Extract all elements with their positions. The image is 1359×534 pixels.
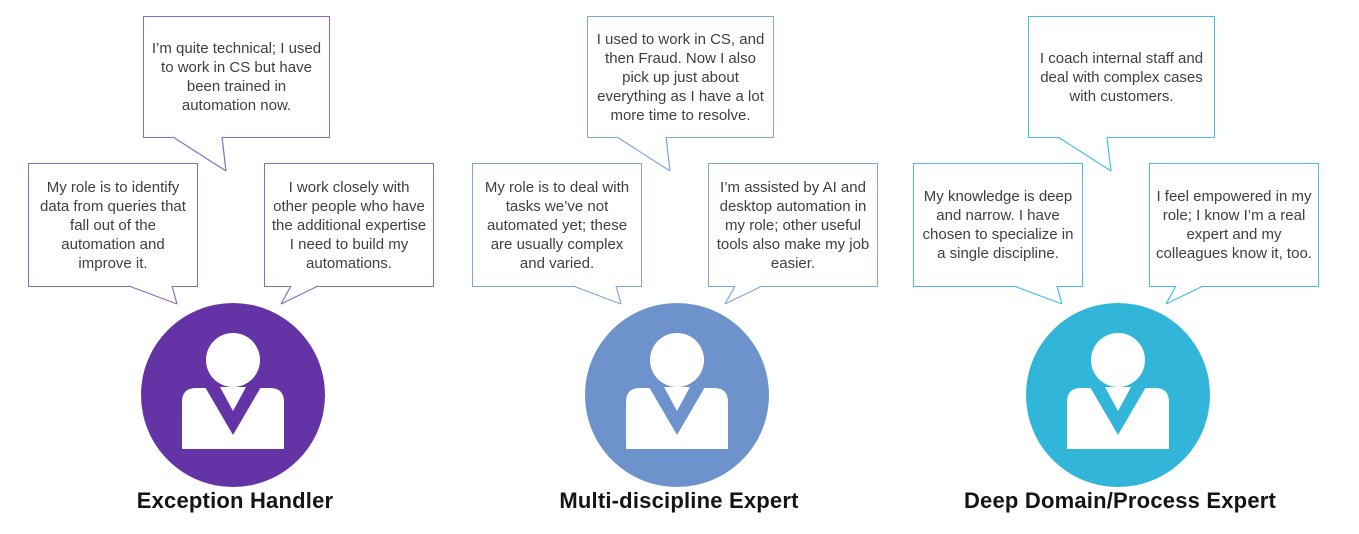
persona-deep-domain-process-expert: I coach internal staff and deal with com… (885, 0, 1355, 534)
speech-bubble-text: I feel empowered in my role; I know I’m … (1156, 188, 1312, 262)
speech-bubble-text: My knowledge is deep and narrow. I have … (922, 188, 1074, 262)
speech-bubble-left: My role is to deal with tasks we’ve not … (472, 163, 642, 305)
speech-bubble-text: I’m assisted by AI and desktop automatio… (716, 178, 870, 272)
speech-bubble-tail (1057, 136, 1112, 172)
speech-bubble-top: I’m quite technical; I used to work in C… (143, 16, 330, 172)
speech-bubble-right: I work closely with other people who hav… (264, 163, 434, 305)
speech-bubble-tail (572, 285, 622, 305)
speech-bubble-top: I used to work in CS, and then Fraud. No… (587, 16, 774, 172)
speech-bubble-tail (1165, 285, 1204, 305)
speech-bubble-tail (280, 285, 319, 305)
speech-bubble-top: I coach internal staff and deal with com… (1028, 16, 1215, 172)
speech-bubble-left: My knowledge is deep and narrow. I have … (913, 163, 1083, 305)
avatar (141, 303, 325, 487)
speech-bubble-text: My role is to deal with tasks we’ve not … (484, 178, 630, 272)
speech-bubble-right: I feel empowered in my role; I know I’m … (1149, 163, 1319, 305)
persona-exception-handler: I’m quite technical; I used to work in C… (0, 0, 470, 534)
avatar (585, 303, 769, 487)
speech-bubble-text: My role is to identify data from queries… (40, 178, 186, 272)
avatar (1026, 303, 1210, 487)
speech-bubble-left: My role is to identify data from queries… (28, 163, 198, 305)
speech-bubble-tail (128, 285, 178, 305)
speech-bubble-tail (724, 285, 763, 305)
persona-multi-discipline-expert: I used to work in CS, and then Fraud. No… (444, 0, 914, 534)
speech-bubble-text: I work closely with other people who hav… (271, 178, 427, 272)
speech-bubble-text: I’m quite technical; I used to work in C… (151, 40, 322, 114)
speech-bubble-tail (172, 136, 227, 172)
speech-bubble-text: I used to work in CS, and then Fraud. No… (596, 30, 765, 124)
speech-bubble-right: I’m assisted by AI and desktop automatio… (708, 163, 878, 305)
persona-title: Deep Domain/Process Expert (963, 488, 1277, 513)
person-icon (1026, 303, 1210, 487)
speech-bubble-tail (616, 136, 671, 172)
speech-bubble-tail (1013, 285, 1063, 305)
person-icon (141, 303, 325, 487)
persona-title: Multi-discipline Expert (559, 488, 799, 513)
person-icon (585, 303, 769, 487)
persona-title: Exception Handler (136, 488, 334, 513)
speech-bubble-text: I coach internal staff and deal with com… (1039, 49, 1204, 105)
